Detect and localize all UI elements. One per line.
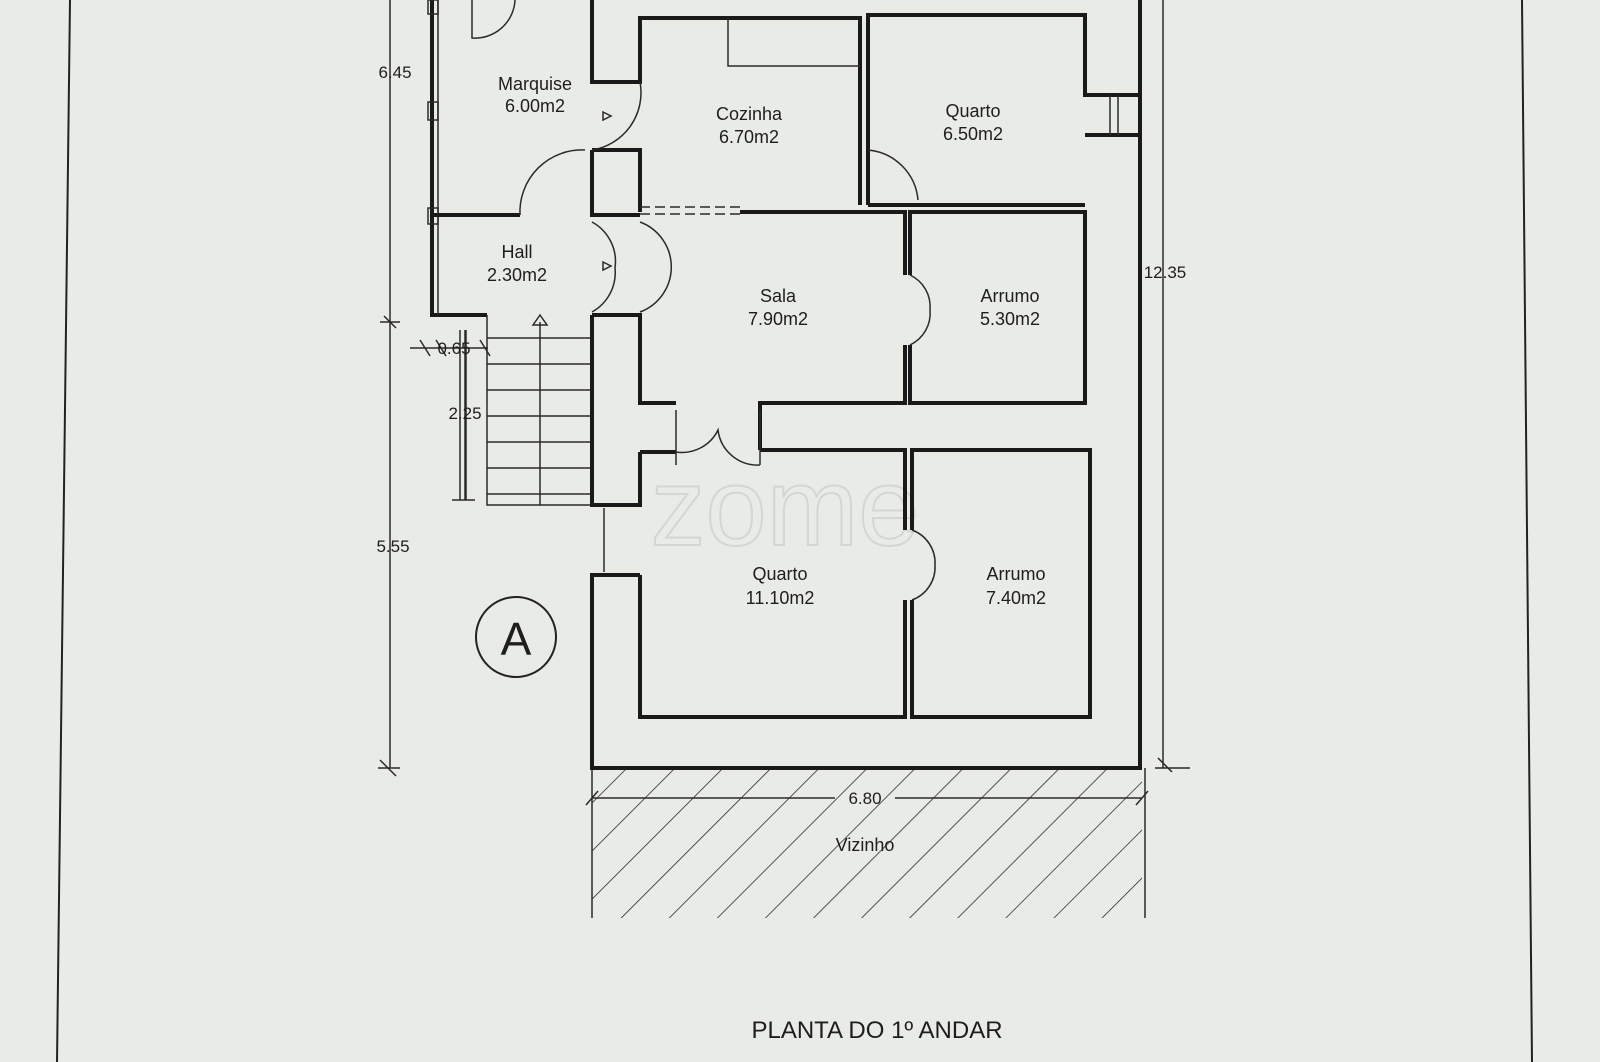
room-area: 6.50m2 xyxy=(943,124,1003,144)
watermark-logo: zome xyxy=(651,446,920,569)
staircase xyxy=(459,313,590,506)
neighbor-hatch xyxy=(592,770,1142,918)
room-area: 2.30m2 xyxy=(487,265,547,285)
dimension-label: 0.65 xyxy=(437,339,470,358)
dimension-label: 6.80 xyxy=(848,789,881,808)
room-area: 7.40m2 xyxy=(986,588,1046,608)
neighbor-label: Vizinho xyxy=(836,835,895,855)
walls xyxy=(427,0,1142,770)
dimension-label: 12.35 xyxy=(1144,263,1187,282)
room-area: 6.00m2 xyxy=(505,96,565,116)
section-marker: A xyxy=(475,596,557,678)
room-area: 7.90m2 xyxy=(748,309,808,329)
dimension-lines xyxy=(378,0,1190,806)
drawing-title: PLANTA DO 1º ANDAR xyxy=(751,1017,1002,1044)
room-name: Hall xyxy=(501,242,532,262)
dimension-label: 2.25 xyxy=(448,404,481,423)
room-name: Quarto xyxy=(945,101,1000,121)
dimension-label: 6.45 xyxy=(378,63,411,82)
room-name: Marquise xyxy=(498,74,572,94)
room-name: Cozinha xyxy=(716,104,783,124)
sheet-frame xyxy=(56,0,1533,1062)
room-area: 11.10m2 xyxy=(746,588,815,608)
doors xyxy=(471,0,936,601)
dimension-label: 5.55 xyxy=(376,537,409,556)
section-marker-label: A xyxy=(501,613,532,665)
room-area: 6.70m2 xyxy=(719,127,779,147)
room-name: Sala xyxy=(760,286,797,306)
room-name: Arrumo xyxy=(986,564,1045,584)
room-name: Quarto xyxy=(752,564,807,584)
neighbor-boundary xyxy=(591,768,1146,918)
room-area: 5.30m2 xyxy=(980,309,1040,329)
room-name: Arrumo xyxy=(980,286,1039,306)
